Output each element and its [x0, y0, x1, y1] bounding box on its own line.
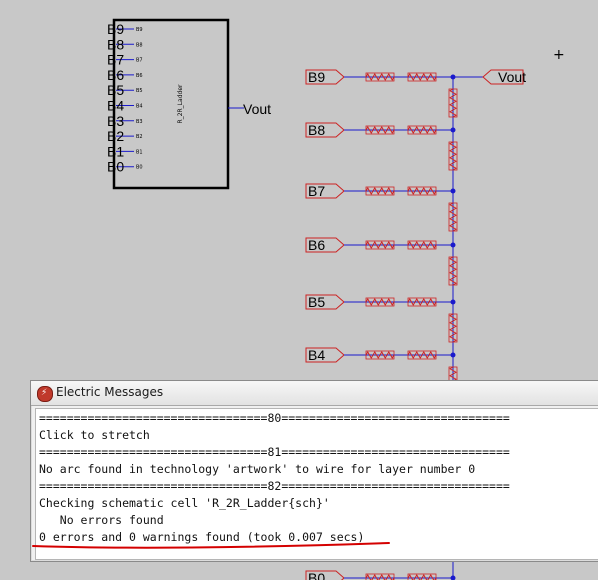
resistor-b0-b[interactable] — [407, 573, 437, 580]
symbol-pin-label-b8: B8 — [107, 36, 124, 52]
symbol-pin-label-b3: B3 — [107, 113, 124, 129]
message-line: No arc found in technology 'artwork' to … — [39, 462, 476, 476]
messages-window-title: Electric Messages — [56, 385, 164, 399]
symbol-body — [112, 18, 230, 190]
message-line: Click to stretch — [39, 428, 150, 442]
electric-messages-window[interactable]: ⚡ Electric Messages ====================… — [30, 380, 598, 562]
symbol-pin-port-b6: B6 — [136, 73, 143, 79]
junction-dot — [450, 127, 456, 133]
symbol-pin-port-b3: B3 — [136, 119, 143, 125]
input-export-b9-label: B9 — [308, 69, 325, 85]
resistor-b6-b[interactable] — [407, 240, 437, 250]
resistor-b8-a[interactable] — [365, 125, 395, 135]
messages-text-area[interactable]: =================================80=====… — [35, 408, 598, 560]
resistor-b4-a[interactable] — [365, 350, 395, 360]
symbol-pin-port-b1: B1 — [136, 149, 143, 155]
junction-dot — [450, 299, 456, 305]
resistor-b7-b[interactable] — [407, 186, 437, 196]
resistor-b0-a[interactable] — [365, 573, 395, 580]
symbol-pin-label-b4: B4 — [107, 98, 124, 114]
resistor-b6-a[interactable] — [365, 240, 395, 250]
output-export-vout-label: Vout — [498, 69, 526, 85]
message-line: =================================80=====… — [39, 411, 510, 425]
input-export-b5[interactable]: B5 — [305, 294, 345, 310]
resistor-bus-b7[interactable] — [448, 202, 458, 232]
input-export-b6[interactable]: B6 — [305, 237, 345, 253]
output-export-vout[interactable]: Vout — [482, 69, 526, 85]
messages-titlebar[interactable]: ⚡ Electric Messages — [31, 381, 598, 406]
symbol-pin-label-b2: B2 — [107, 128, 124, 144]
junction-dot — [450, 188, 456, 194]
resistor-b7-a[interactable] — [365, 186, 395, 196]
message-line: =================================81=====… — [39, 445, 510, 459]
junction-dot — [450, 242, 456, 248]
symbol-pin-label-b1: B1 — [107, 143, 124, 159]
input-export-b0-label: B0 — [308, 570, 325, 580]
resistor-b9-b[interactable] — [407, 72, 437, 82]
junction-dot — [450, 575, 456, 580]
resistor-b5-b[interactable] — [407, 297, 437, 307]
resistor-bus-b9[interactable] — [448, 88, 458, 118]
input-export-b5-label: B5 — [308, 294, 325, 310]
resistor-b4-b[interactable] — [407, 350, 437, 360]
message-line: No errors found — [39, 513, 164, 527]
message-line: Checking schematic cell 'R_2R_Ladder{sch… — [39, 496, 330, 510]
resistor-b8-b[interactable] — [407, 125, 437, 135]
input-export-b4-label: B4 — [308, 347, 325, 363]
message-line: =================================82=====… — [39, 479, 510, 493]
symbol-pin-label-b7: B7 — [107, 52, 124, 68]
symbol-output-label: Vout — [243, 101, 271, 117]
symbol-pin-label-b0: B0 — [107, 159, 124, 175]
input-export-b4[interactable]: B4 — [305, 347, 345, 363]
symbol-cell-label: R_2R_Ladder — [177, 84, 184, 123]
message-line: 0 errors and 0 warnings found (took 0.00… — [39, 530, 365, 544]
symbol-pin-label-b5: B5 — [107, 82, 124, 98]
junction-dot — [450, 352, 456, 358]
input-export-b7-label: B7 — [308, 183, 325, 199]
input-export-b6-label: B6 — [308, 237, 325, 253]
symbol-pin-port-b0: B0 — [136, 165, 143, 171]
input-export-b7[interactable]: B7 — [305, 183, 345, 199]
symbol-pin-port-b2: B2 — [136, 134, 143, 140]
resistor-bus-b6[interactable] — [448, 256, 458, 286]
symbol-pin-port-b8: B8 — [136, 42, 143, 48]
resistor-bus-b5[interactable] — [448, 313, 458, 343]
input-export-b8[interactable]: B8 — [305, 122, 345, 138]
symbol-pin-port-b7: B7 — [136, 58, 143, 64]
resistor-b9-a[interactable] — [365, 72, 395, 82]
symbol-pin-label-b9: B9 — [107, 21, 124, 37]
symbol-pin-label-b6: B6 — [107, 67, 124, 83]
input-export-b8-label: B8 — [308, 122, 325, 138]
resistor-bus-b8[interactable] — [448, 141, 458, 171]
input-export-b0[interactable]: B0 — [305, 570, 345, 580]
symbol-pin-port-b5: B5 — [136, 88, 143, 94]
electric-app-icon: ⚡ — [37, 386, 53, 402]
input-export-b9[interactable]: B9 — [305, 69, 345, 85]
symbol-pin-port-b9: B9 — [136, 27, 143, 33]
resistor-b5-a[interactable] — [365, 297, 395, 307]
crosshair-cursor-icon: + — [553, 47, 565, 63]
symbol-pin-port-b4: B4 — [136, 104, 143, 110]
